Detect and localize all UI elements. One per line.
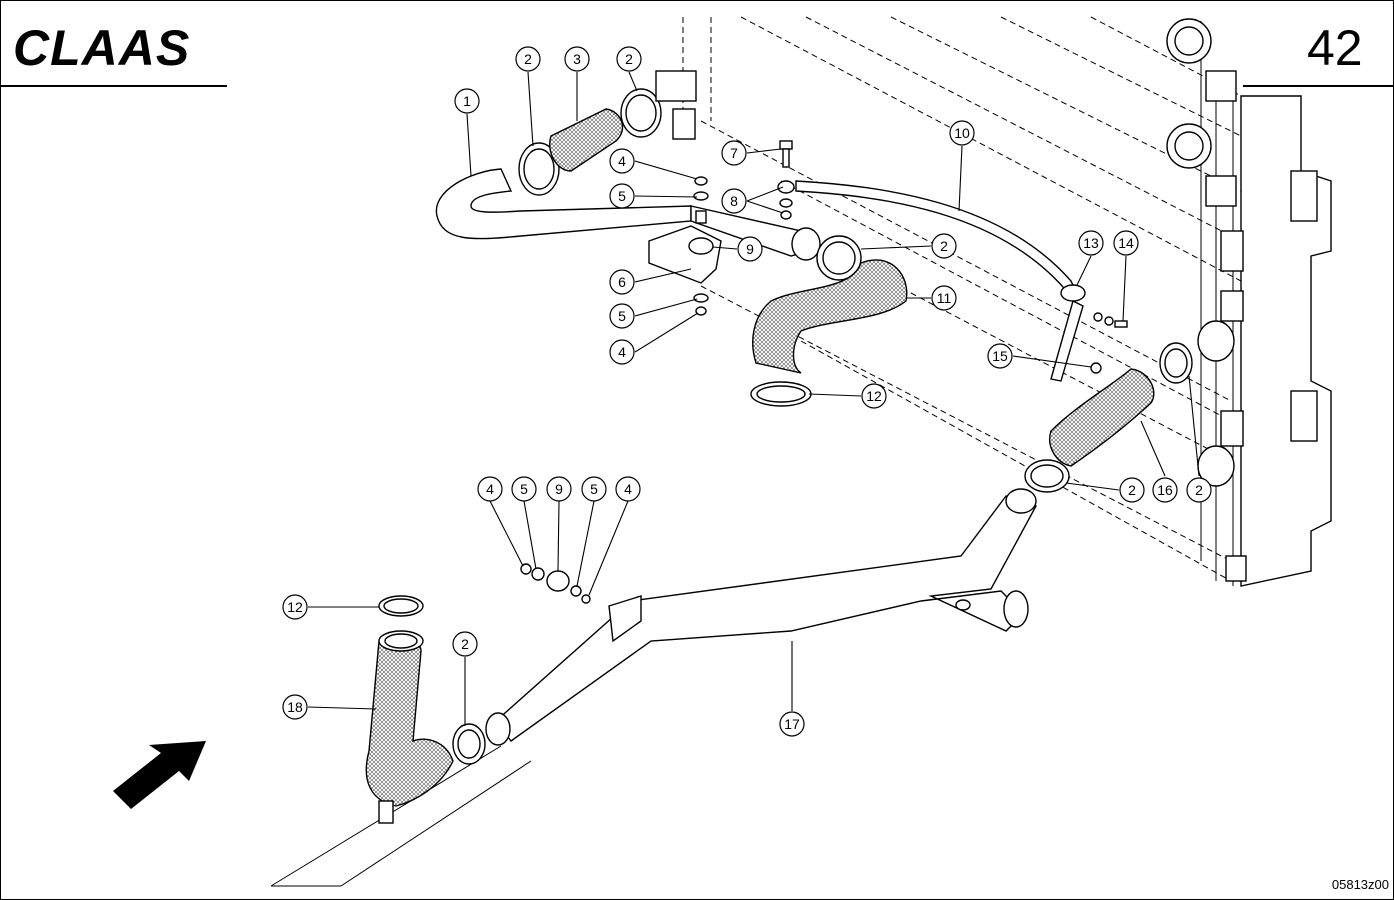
callout-16: 16	[1152, 477, 1178, 503]
callout-17: 17	[779, 711, 805, 737]
svg-text:12: 12	[866, 388, 882, 404]
hose-3	[549, 108, 624, 172]
svg-text:12: 12	[287, 599, 303, 615]
svg-text:14: 14	[1118, 235, 1134, 251]
brand-logo: CLAAS	[1, 20, 227, 87]
callout-5b: 5	[609, 303, 635, 329]
hose-16	[1049, 368, 1155, 467]
callout-2b: 2	[616, 46, 642, 72]
svg-text:5: 5	[590, 481, 598, 497]
callout-1: 1	[454, 88, 480, 114]
svg-text:11: 11	[937, 290, 952, 306]
svg-text:9: 9	[746, 241, 754, 257]
callout-2f: 2	[452, 631, 478, 657]
svg-text:4: 4	[618, 344, 626, 360]
svg-text:5: 5	[520, 481, 528, 497]
callout-4c: 4	[477, 476, 503, 502]
callout-2d: 2	[1119, 477, 1145, 503]
svg-text:4: 4	[624, 481, 632, 497]
svg-text:3: 3	[573, 51, 581, 67]
callout-13: 13	[1078, 230, 1104, 256]
callout-8: 8	[721, 188, 747, 214]
callout-5c: 5	[511, 476, 537, 502]
callout-11: 11	[931, 285, 957, 311]
callout-10: 10	[949, 120, 975, 146]
callout-12b: 12	[282, 594, 308, 620]
svg-text:7: 7	[730, 145, 738, 161]
callout-9a: 9	[737, 236, 763, 262]
pipe-17	[495, 495, 1038, 742]
callout-3: 3	[564, 46, 590, 72]
svg-text:18: 18	[287, 699, 303, 715]
svg-text:8: 8	[730, 193, 738, 209]
page-number: 42	[1307, 20, 1363, 76]
svg-text:2: 2	[1195, 482, 1203, 498]
callout-2a: 2	[515, 46, 541, 72]
radiator-housing	[682, 16, 1332, 587]
svg-text:13: 13	[1083, 235, 1099, 251]
svg-text:2: 2	[524, 51, 532, 67]
callout-4b: 4	[609, 339, 635, 365]
svg-text:2: 2	[1128, 482, 1136, 498]
callout-5d: 5	[581, 476, 607, 502]
svg-text:2: 2	[461, 636, 469, 652]
callout-4a: 4	[609, 148, 635, 174]
mounting-fittings-lower	[520, 563, 591, 604]
callout-2e: 2	[1186, 477, 1212, 503]
callout-15: 15	[987, 343, 1013, 369]
callout-labels: 1 2 3 2 7 4 5 8 10 9 2 6 11 5 4 12 13 14…	[282, 46, 1212, 737]
small-fittings-14	[1090, 312, 1128, 374]
bolt-7	[777, 140, 795, 220]
svg-text:5: 5	[618, 188, 626, 204]
hose-18	[365, 636, 454, 807]
callout-12a: 12	[861, 383, 887, 409]
callout-5a: 5	[609, 183, 635, 209]
hose-11	[752, 259, 908, 374]
svg-text:5: 5	[618, 308, 626, 324]
page-number-box: 42	[1243, 20, 1393, 87]
svg-text:4: 4	[618, 153, 626, 169]
svg-text:4: 4	[486, 481, 494, 497]
flange-fitting	[655, 70, 697, 140]
callout-9b: 9	[546, 476, 572, 502]
arrow-up-right-icon	[113, 741, 206, 809]
callout-2c: 2	[931, 233, 957, 259]
svg-text:6: 6	[618, 274, 626, 290]
pipe-1	[435, 168, 692, 240]
callout-7: 7	[721, 140, 747, 166]
svg-text:2: 2	[625, 51, 633, 67]
brand-name: CLAAS	[13, 20, 190, 76]
svg-text:10: 10	[954, 125, 970, 141]
svg-text:2: 2	[940, 238, 948, 254]
hose-clamps-upper	[518, 88, 862, 407]
drawing-code: 05813z00	[1332, 877, 1389, 892]
callout-14: 14	[1113, 230, 1139, 256]
svg-text:1: 1	[463, 93, 471, 109]
svg-text:17: 17	[784, 716, 800, 732]
callout-4d: 4	[615, 476, 641, 502]
svg-text:16: 16	[1157, 482, 1173, 498]
callout-18: 18	[282, 694, 308, 720]
svg-text:15: 15	[992, 348, 1008, 364]
mounting-bracket-6	[648, 176, 722, 316]
callout-6: 6	[609, 269, 635, 295]
leader-lines	[307, 71, 1200, 726]
svg-text:9: 9	[555, 481, 563, 497]
